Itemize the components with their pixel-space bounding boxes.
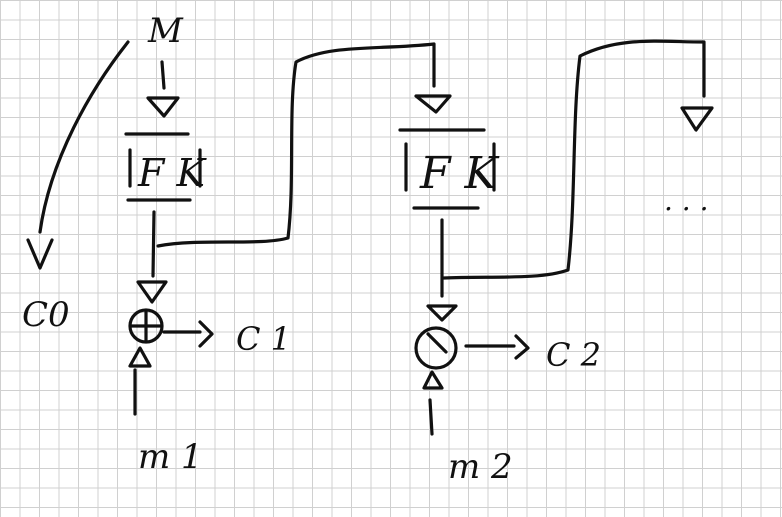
m1-label: m 1	[138, 437, 203, 477]
m1-arrowhead	[128, 346, 152, 368]
fk-block-2-label: F K	[419, 148, 500, 199]
m2-arrowhead	[422, 370, 444, 390]
xor2-arrowhead	[426, 304, 458, 322]
feedback-wire-2	[442, 39, 706, 280]
next-block-arrowhead	[680, 106, 714, 132]
iv-arrowhead	[146, 96, 180, 118]
c2-arrowhead	[514, 334, 530, 360]
c0-label: C0	[22, 295, 70, 335]
iv-label: M	[147, 11, 184, 51]
xor-1	[128, 308, 164, 344]
m2-label: m 2	[448, 447, 513, 487]
iv-to-c0-arrow	[38, 40, 130, 234]
block2-input-arrowhead	[414, 94, 452, 114]
c1-arrowhead	[198, 320, 214, 348]
ellipsis: . . .	[664, 184, 709, 217]
m2-line	[428, 398, 434, 436]
fk-block-1-label: F K	[137, 151, 207, 195]
fk-block-1	[124, 132, 202, 202]
xor1-arrowhead	[136, 280, 168, 304]
iv-stem	[160, 60, 166, 90]
fk-block-2	[398, 128, 496, 210]
block1-output-line	[151, 210, 156, 278]
xor-2	[414, 326, 458, 370]
c0-arrowhead	[26, 238, 54, 270]
c2-label: C 2	[546, 336, 601, 374]
feedback-wire-1	[156, 42, 436, 248]
c1-label: C 1	[236, 320, 291, 358]
